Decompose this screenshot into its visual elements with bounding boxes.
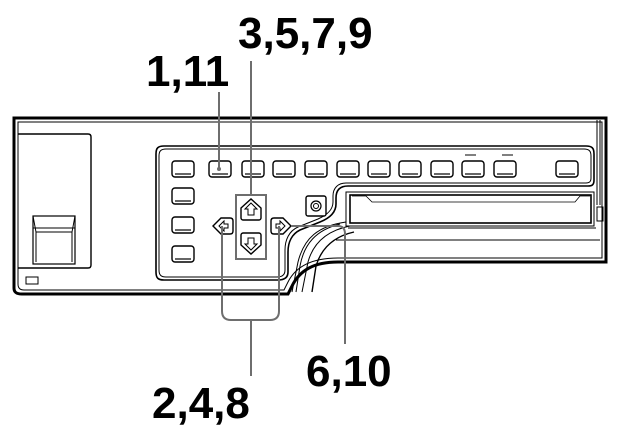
disc-slot: [336, 191, 600, 241]
right-rail: [596, 120, 604, 222]
callout-label-3-5-7-9: 3,5,7,9: [238, 9, 373, 58]
left-button-1[interactable]: [171, 187, 195, 205]
callout-label-6-10: 6,10: [306, 347, 392, 396]
up-arrow-icon: [243, 202, 259, 216]
left-column-buttons: [171, 187, 195, 263]
top-row-buttons: [171, 154, 579, 178]
chassis: [12, 116, 608, 296]
top-button-12[interactable]: [555, 160, 579, 178]
up-down-group: [235, 194, 267, 260]
eject-lever: [32, 215, 76, 265]
top-button-5[interactable]: [304, 160, 328, 178]
round-button[interactable]: [305, 195, 327, 217]
left-button-2[interactable]: [171, 216, 195, 234]
right-button[interactable]: [270, 217, 292, 235]
left-arrow-icon: [218, 219, 229, 233]
top-button-1[interactable]: [171, 160, 195, 178]
down-button[interactable]: [240, 232, 262, 255]
power-indicator: [25, 276, 39, 285]
leader-6-10: [291, 225, 346, 344]
callout-label-1-11: 1,11: [146, 47, 230, 96]
top-button-8[interactable]: [398, 160, 422, 178]
leader-lines: [217, 61, 346, 376]
top-button-3[interactable]: [241, 160, 265, 178]
leader-1-11-dot: [217, 167, 221, 171]
left-button-3[interactable]: [171, 245, 195, 263]
top-button-9[interactable]: [430, 160, 454, 178]
callout-label-2-4-8: 2,4,8: [152, 379, 250, 428]
top-button-6[interactable]: [336, 160, 360, 178]
top-button-7[interactable]: [367, 160, 391, 178]
down-arrow-icon: [243, 237, 259, 251]
top-button-11[interactable]: [493, 160, 517, 178]
drive-bay: [18, 133, 92, 269]
control-panel: [155, 145, 595, 281]
top-button-10[interactable]: [461, 160, 485, 178]
top-button-4[interactable]: [272, 160, 296, 178]
up-button[interactable]: [240, 198, 262, 221]
